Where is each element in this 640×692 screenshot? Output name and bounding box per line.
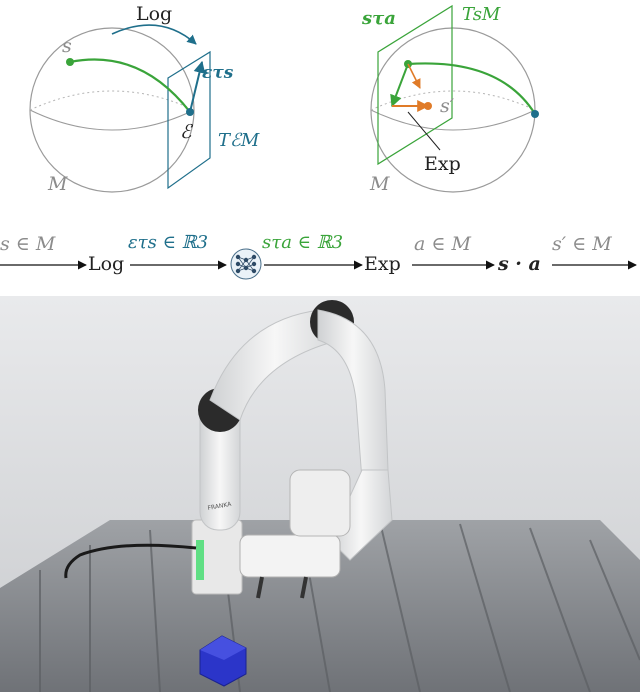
left-geodesic	[69, 58, 191, 113]
pipeline-step4-op: s · a	[497, 253, 541, 275]
pipeline: s ∈ M Log ετs ∈ ℝ3 sτa ∈ ℝ3 Exp a ∈ M s …	[0, 232, 637, 280]
right-action-vector	[390, 63, 409, 108]
pipeline-step4-value: a ∈ M	[414, 233, 471, 255]
photo-table	[0, 520, 640, 692]
right-label-manifold: M	[369, 173, 390, 195]
robot-brand-text: FRANKA	[207, 501, 233, 512]
right-geodesic	[407, 62, 536, 115]
right-sphere-diagram: sτa TsM s′ Exp M	[361, 4, 539, 195]
right-label-s-prime: s′	[440, 95, 455, 117]
right-point-end	[531, 110, 539, 118]
robot-finger-right	[300, 576, 308, 599]
left-label-log: Log	[136, 3, 172, 25]
pipeline-step1-input: s ∈ M	[0, 233, 56, 255]
left-tangent-plane	[167, 50, 211, 190]
left-sphere-diagram: s Log ετs ℰ TℰM M	[29, 3, 260, 195]
left-equator-front	[29, 109, 195, 131]
right-label-exp: Exp	[424, 153, 461, 175]
pipeline-step5-value: s′ ∈ M	[552, 233, 612, 255]
pipeline-step2-value: ετs ∈ ℝ3	[128, 232, 208, 253]
left-label-s: s	[62, 35, 72, 57]
left-tangent-vector	[189, 60, 206, 113]
robot-gripper-flange	[289, 469, 351, 537]
robot-base-leds	[196, 540, 204, 580]
right-exp-pointer	[407, 111, 441, 151]
left-label-manifold: M	[47, 173, 68, 195]
right-equator-front	[370, 109, 536, 131]
left-label-tangent-space: TℰM	[218, 130, 260, 151]
pipeline-step3-op: Exp	[364, 253, 401, 275]
robot-photo: FRANKA	[0, 296, 640, 692]
right-tangent-plane	[377, 4, 453, 166]
left-label-e: ℰ	[180, 121, 194, 143]
right-label-tangent-space: TsM	[462, 4, 501, 25]
right-label-action-vector: sτa	[361, 8, 396, 29]
robot-hand	[239, 534, 341, 578]
pipeline-step3-value: sτa ∈ ℝ3	[262, 232, 343, 253]
robot-link-3	[317, 309, 389, 481]
pipeline-step1-op: Log	[88, 253, 124, 275]
left-label-tangent-vector: ετs	[202, 63, 234, 83]
left-sphere	[29, 27, 195, 193]
robot-cable	[64, 543, 197, 579]
neural-network-icon	[230, 248, 262, 280]
right-point-s-prime	[424, 102, 432, 110]
left-point-s	[66, 58, 74, 66]
right-exp-vector-2	[407, 63, 421, 89]
log-arrow	[111, 24, 197, 45]
blue-cube-top	[200, 636, 246, 660]
robot-finger-left	[256, 576, 264, 599]
photo-table-rails	[39, 521, 640, 692]
left-equator-back	[29, 90, 195, 111]
